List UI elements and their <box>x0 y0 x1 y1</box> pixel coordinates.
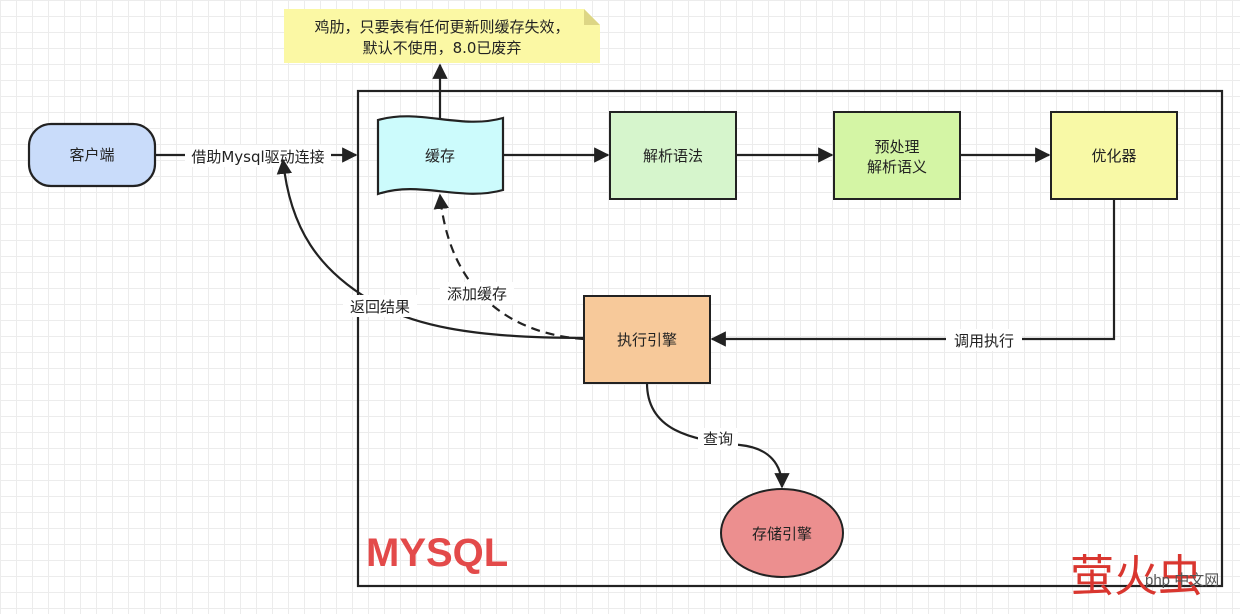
preprocess-label-2: 解析语义 <box>867 158 927 176</box>
watermark: 萤火虫 php 中文网 <box>1070 551 1219 602</box>
preprocess-node: 预处理 解析语义 <box>833 111 961 200</box>
mysql-container <box>356 89 1224 588</box>
note-line-1: 鸡肋，只要表有任何更新则缓存失效， <box>314 18 569 36</box>
optimizer-node: 优化器 <box>1050 111 1178 200</box>
edge-call-execute <box>710 199 1116 347</box>
preprocess-label-1: 预处理 <box>874 138 919 156</box>
edge-connect-label: 借助Mysql驱动连接 <box>191 148 324 166</box>
client-label: 客户端 <box>69 146 114 164</box>
watermark-site: php 中文网 <box>1145 572 1219 589</box>
parser-label: 解析语法 <box>643 147 703 165</box>
edge-add-cache-label: 添加缓存 <box>447 285 507 303</box>
note: 鸡肋，只要表有任何更新则缓存失效， 默认不使用，8.0已废弃 <box>284 9 600 63</box>
storage-label: 存储引擎 <box>752 525 812 543</box>
cache-label: 缓存 <box>425 147 455 165</box>
executor-node: 执行引擎 <box>583 295 711 384</box>
edge-add-cache <box>433 193 585 341</box>
executor-label: 执行引擎 <box>617 331 677 349</box>
optimizer-label: 优化器 <box>1091 147 1136 165</box>
parser-node: 解析语法 <box>609 111 737 200</box>
storage-node: 存储引擎 <box>720 488 844 578</box>
edge-query-label: 查询 <box>703 430 733 448</box>
mysql-title: MYSQL <box>366 531 508 575</box>
edge-call-execute-label: 调用执行 <box>954 332 1014 350</box>
cache-node: 缓存 <box>376 115 505 196</box>
note-line-2: 默认不使用，8.0已废弃 <box>363 39 522 57</box>
client-node: 客户端 <box>27 122 157 188</box>
watermark-text: 萤火虫 <box>1070 551 1202 602</box>
edge-return-result-label: 返回结果 <box>350 298 410 316</box>
